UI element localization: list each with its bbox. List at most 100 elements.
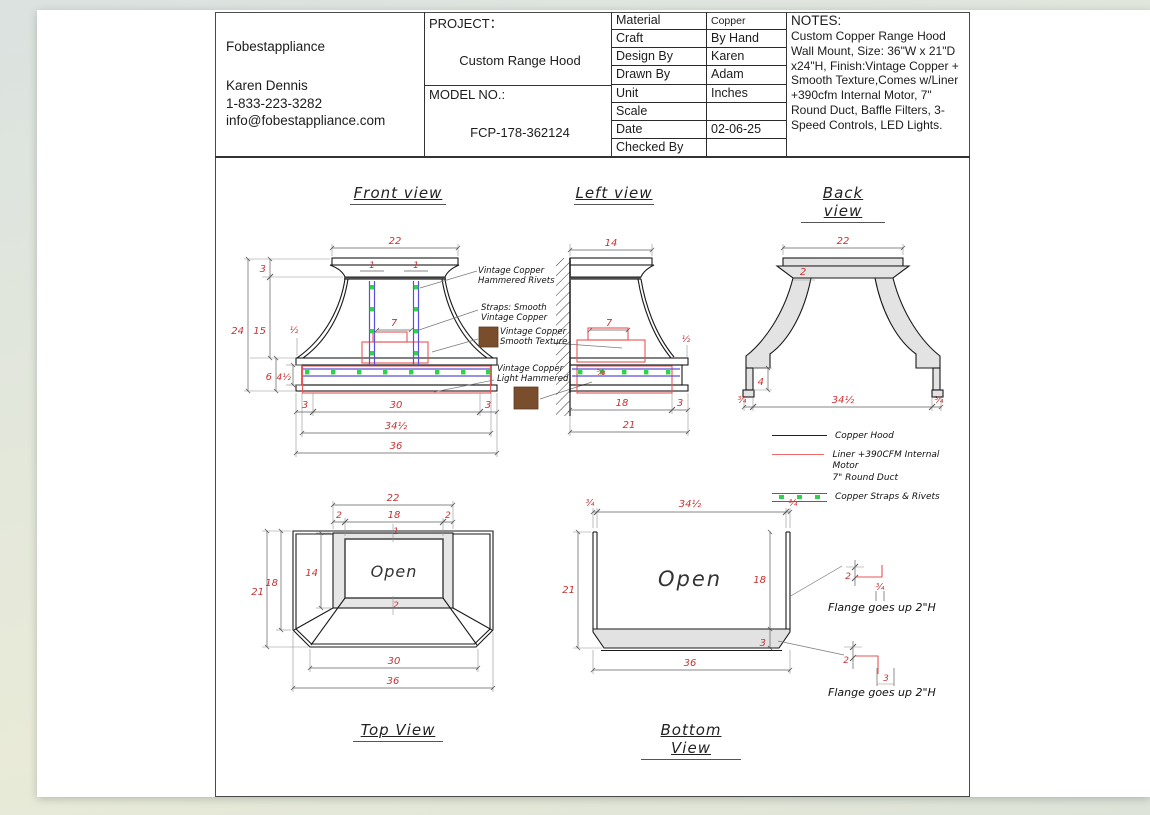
contact-name: Karen Dennis (226, 78, 308, 93)
wall-hatching (556, 258, 570, 416)
top-view-open-label: Open (371, 562, 418, 581)
field-value: Inches (711, 85, 748, 100)
left-dim-inner-depth: 18 (616, 398, 629, 409)
flange2-label: Flange goes up 2"H (828, 686, 936, 699)
left-dim-top-depth: 14 (605, 238, 618, 249)
front-dim-band-height: 4½ (277, 373, 292, 383)
notes-label: NOTES: (791, 13, 842, 28)
field-value: 02-06-25 (711, 121, 762, 136)
front-dim-upper-height: 15 (253, 326, 266, 337)
model-number: FCP-178-362124 (470, 125, 570, 140)
front-rivets (305, 285, 491, 375)
back-dim-foot-left: ¾ (738, 396, 747, 406)
left-dimension-lines (567, 247, 691, 435)
field-row-scale: Scale (612, 102, 786, 121)
callout-rivets: Vintage Copper Hammered Rivets (478, 266, 555, 287)
bottom-dimension-lines (575, 508, 793, 673)
bottom-dim-side-depth: 18 (753, 575, 766, 586)
bottom-view-drawing: Open (562, 498, 845, 674)
field-label: Scale (612, 102, 707, 120)
front-dimension-lines (245, 245, 500, 456)
front-dim-crown-height: 3 (260, 264, 266, 275)
field-value: Karen (711, 49, 745, 64)
callout-smooth-texture: Vintage Copper Smooth Texture (500, 327, 568, 348)
flange2-dim-width: 3 (883, 674, 889, 684)
rivet-swatch (815, 495, 821, 500)
bottom-dim-flange-right: ¾ (789, 499, 798, 509)
black-line-swatch (772, 435, 827, 436)
back-dimension-lines (741, 245, 944, 411)
contact-email: info@fobestappliance.com (226, 113, 386, 128)
company-info: Fobestappliance Karen Dennis 1-833-223-3… (215, 12, 425, 156)
drawing-sheet (37, 10, 1150, 797)
flange-detail-2: 2 3 (843, 641, 895, 686)
left-view-title: Left view (574, 184, 654, 205)
front-dim-band-width: 34½ (385, 420, 408, 432)
flange1-label: Flange goes up 2"H (828, 601, 936, 614)
field-label: Checked By (612, 138, 707, 156)
field-value: Adam (711, 67, 744, 82)
flange2-dim-height: 2 (843, 656, 849, 666)
legend-item-liner: Liner +390CFM Internal Motor 7" Round Du… (772, 450, 962, 485)
flange1-dim-height: 2 (845, 572, 851, 582)
front-dim-lip: ½ (290, 326, 299, 336)
flange1-dim-width: ¾ (876, 583, 885, 593)
field-row-craft: Craft By Hand (612, 30, 786, 49)
field-label: Design By (612, 48, 707, 66)
field-label: Date (612, 120, 707, 138)
front-dim-base-height: 6 (266, 372, 272, 383)
top-dim-opening-depth: 14 (305, 568, 318, 579)
left-dim-total-depth: 21 (623, 420, 636, 431)
front-dim-duct-width: 7 (391, 318, 398, 329)
legend: Copper Hood Liner +390CFM Internal Motor… (772, 431, 962, 510)
bottom-extension-lines (573, 508, 791, 674)
left-view-drawing: 14 7 ⅝ ½ 18 3 21 (556, 238, 691, 436)
bottom-view-title: Bottom View (641, 721, 741, 760)
top-dim-crown-width: 22 (387, 493, 400, 504)
back-dim-foot-right: ¾ (935, 396, 944, 406)
rivet-swatch (796, 495, 802, 500)
left-dim-duct-depth: 7 (606, 318, 613, 329)
copper-hammered-swatch (513, 386, 539, 410)
front-dim-total-height: 24 (231, 326, 244, 337)
field-label: Craft (612, 30, 707, 48)
model-cell: MODEL NO.: FCP-178-362124 (425, 86, 611, 156)
field-row-unit: Unit Inches (612, 84, 786, 103)
left-dim-lip: ½ (682, 335, 691, 345)
field-row-drawn-by: Drawn By Adam (612, 66, 786, 85)
copper-smooth-swatch (478, 326, 499, 348)
field-value: Copper (711, 15, 746, 27)
back-view-drawing: 22 2 4 ¾ 34½ ¾ (738, 236, 944, 411)
model-label: MODEL NO.: (429, 87, 506, 102)
legend-item-copper-hood: Copper Hood (772, 431, 962, 443)
spec-fields: Material Copper Craft By Hand Design By … (612, 12, 787, 156)
front-view-title: Front view (350, 184, 446, 205)
field-row-date: Date 02-06-25 (612, 120, 786, 139)
back-dim-foot-height: 4 (758, 377, 764, 388)
legend-label: Copper Straps & Rivets (835, 491, 940, 502)
top-dim-inner-depth: 18 (265, 578, 278, 589)
top-dim-back-band: 2 (393, 601, 399, 611)
bottom-dim-flange-left: ¾ (586, 499, 595, 509)
front-dim-top-width: 22 (389, 236, 402, 247)
bottom-dim-total-depth: 21 (562, 585, 575, 596)
top-dim-front-band: 1 (393, 527, 399, 537)
strap-line-swatch (772, 492, 827, 502)
top-dim-total-depth: 21 (251, 587, 264, 598)
title-block: Fobestappliance Karen Dennis 1-833-223-3… (215, 12, 970, 158)
contact-phone: 1-833-223-3282 (226, 95, 323, 111)
bottom-view-open-label: Open (658, 567, 722, 591)
field-row-checked-by: Checked By (612, 138, 786, 156)
field-row-material: Material Copper (612, 12, 786, 31)
front-extension-lines (244, 244, 498, 457)
field-label: Drawn By (612, 66, 707, 84)
left-straps (572, 368, 680, 377)
company-name: Fobestappliance (226, 39, 326, 54)
bottom-leader-lines (777, 565, 845, 656)
notes-cell: NOTES: Custom Copper Range Hood Wall Mou… (787, 12, 970, 156)
front-dim-strap-width-right: 1 (413, 261, 419, 271)
front-straps (303, 281, 490, 377)
front-dim-bottom-inner: 30 (390, 400, 403, 411)
